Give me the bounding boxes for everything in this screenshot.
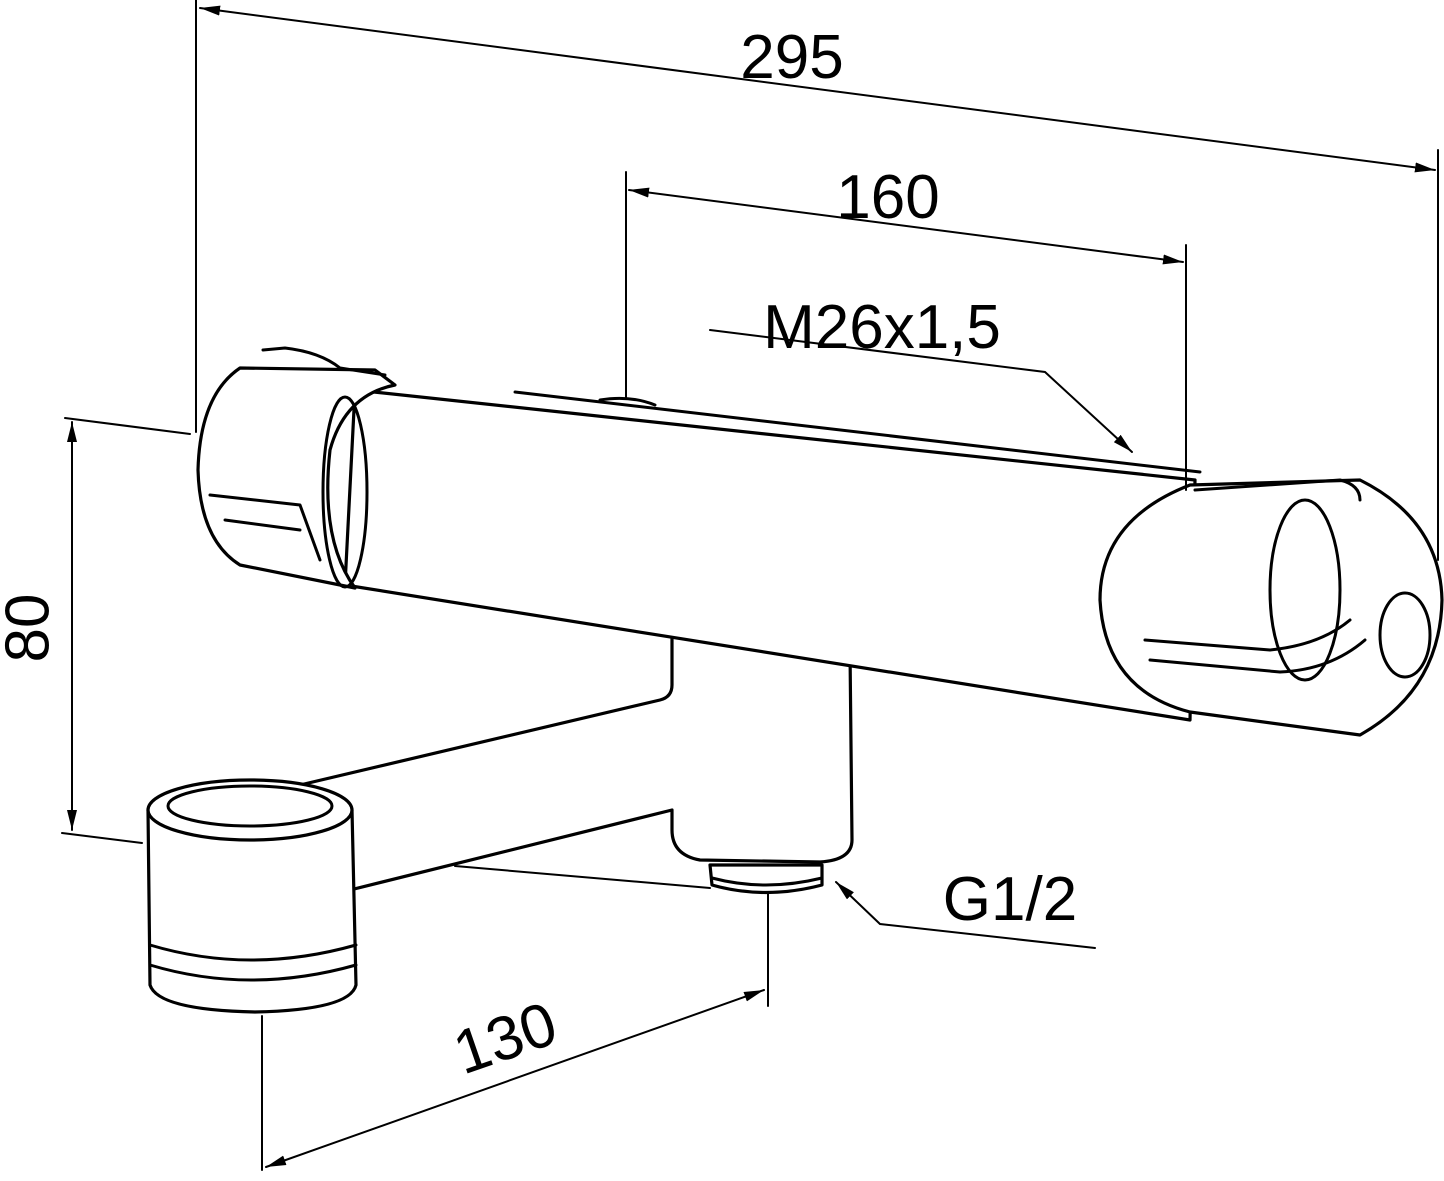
label-m26x1-5: M26x1,5 [763, 293, 1001, 362]
leader-m26x1-5: M26x1,5 [709, 293, 1133, 453]
label-g1-2: G1/2 [943, 865, 1077, 934]
dimension-160: 160 [625, 163, 1187, 491]
label-130: 130 [445, 989, 565, 1088]
thermostatic-mixer-body [146, 346, 1444, 1014]
label-80: 80 [0, 594, 62, 663]
leader-g1-2: G1/2 [835, 865, 1096, 949]
label-295: 295 [740, 23, 843, 92]
label-160: 160 [836, 163, 939, 232]
dimension-80: 80 [0, 417, 191, 844]
dimension-295: 295 [195, 0, 1439, 561]
